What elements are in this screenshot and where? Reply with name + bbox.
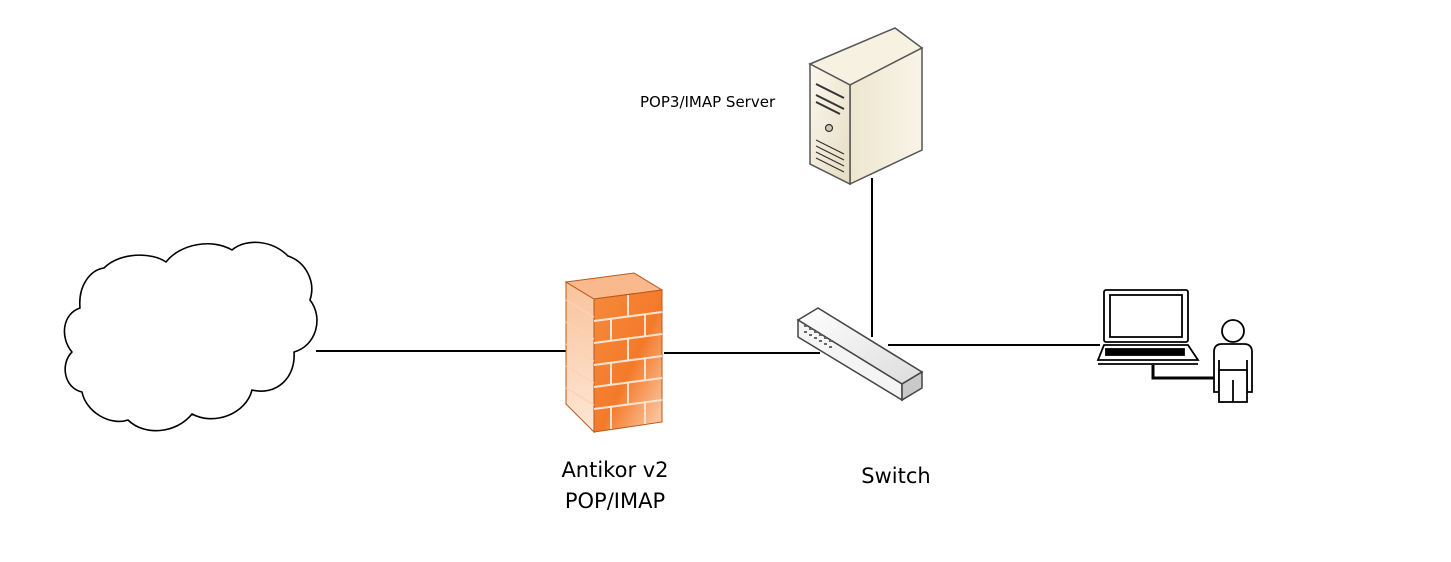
firewall-label: Antikor v2 POP/IMAP [556, 455, 674, 517]
links [316, 178, 1216, 380]
server-label: POP3/IMAP Server [640, 93, 776, 111]
link-laptop-user [1151, 365, 1216, 380]
firewall-label-line2: POP/IMAP [564, 489, 666, 513]
server-icon [808, 27, 924, 186]
laptop-icon [1096, 289, 1200, 365]
switch-label: Switch [861, 464, 931, 488]
firewall-icon [564, 272, 664, 434]
firewall-label-line1: Antikor v2 [561, 458, 669, 482]
user-icon [1213, 319, 1253, 403]
cloud-icon [63, 241, 318, 432]
switch-icon [796, 307, 924, 402]
